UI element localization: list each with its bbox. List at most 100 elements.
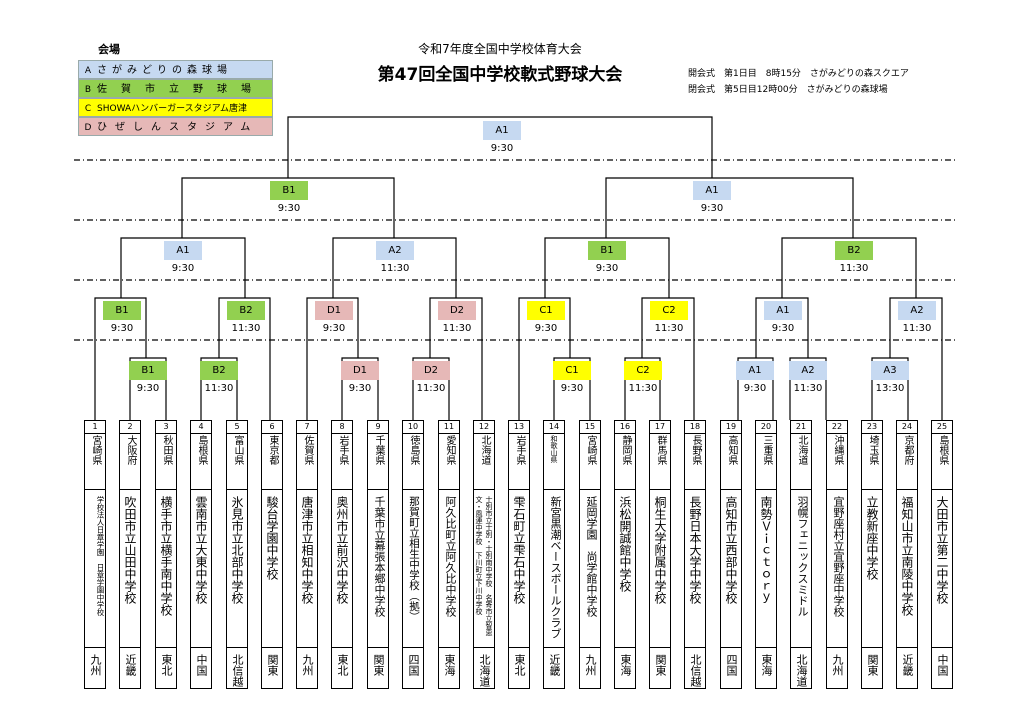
qf4-venue: B2 <box>835 241 873 260</box>
r2-8-venue: A2 <box>898 301 936 320</box>
qf2-venue: A2 <box>376 241 414 260</box>
team-school: 新宮黒潮ベースボールクラブ <box>549 496 562 639</box>
team-region: 近畿 <box>124 654 137 676</box>
team-school: 大田市立第二中学校 <box>935 496 949 604</box>
team-school-cell: 雲南市立大東中学校 <box>191 489 211 650</box>
team-card: 14 和歌山県 新宮黒潮ベースボールクラブ 近畿 <box>543 420 565 689</box>
team-school-cell: 延岡学園 尚学館中学校 <box>580 489 600 650</box>
team-school-cell: 高知市立西部中学校 <box>721 489 741 650</box>
team-prefecture: 和歌山県 <box>550 435 558 463</box>
r1-8-venue: A2 <box>789 361 827 380</box>
r2-7-time: 9:30 <box>771 323 795 334</box>
team-region: 中国 <box>936 654 949 676</box>
team-card: 5 富山県 氷見市立北部中学校 北信越 <box>226 420 248 689</box>
team-region-cell: 九州 <box>580 647 600 688</box>
team-region: 関東 <box>372 654 385 676</box>
team-region: 北信越 <box>231 654 244 687</box>
team-number: 14 <box>544 421 564 434</box>
team-school-cell: 吹田市立山田中学校 <box>120 489 140 650</box>
team-number: 1 <box>85 421 105 434</box>
r2-3-time: 9:30 <box>322 323 346 334</box>
team-number: 11 <box>439 421 459 434</box>
team-region: 東北 <box>160 654 173 676</box>
semi-left-time: 9:30 <box>277 203 301 214</box>
r2-7-venue: A1 <box>764 301 802 320</box>
team-number: 12 <box>474 421 494 434</box>
team-prefecture: 富山県 <box>232 435 243 465</box>
qf1-venue: A1 <box>164 241 202 260</box>
r1-2-time: 11:30 <box>204 383 234 394</box>
closing-detail: 第5日目12時00分 さがみどりの森球場 <box>724 85 888 95</box>
venue-key: C <box>84 104 92 114</box>
final-venue: A1 <box>483 121 521 140</box>
team-school: 立教新座中学校 <box>865 496 879 580</box>
r2-4-time: 11:30 <box>442 323 472 334</box>
team-number: 16 <box>615 421 635 434</box>
team-school-cell: 大田市立第二中学校 <box>932 489 952 650</box>
team-region-cell: 四国 <box>403 647 423 688</box>
team-school-cell: 桐生大学附属中学校 <box>650 489 670 650</box>
team-number: 23 <box>862 421 882 434</box>
team-prefecture: 高知県 <box>726 435 737 465</box>
team-school: 横手市立横手南中学校 <box>159 496 173 616</box>
team-region: 北信越 <box>689 654 702 687</box>
team-card: 1 宮崎県 学校法人日章学園 日章学園中学校 九州 <box>84 420 106 689</box>
opening-ceremony: 開会式 第1日目 8時15分 さがみどりの森スクエア <box>688 66 909 79</box>
team-region: 近畿 <box>901 654 914 676</box>
team-region: 東北 <box>336 654 349 676</box>
team-region: 四国 <box>725 654 738 676</box>
r1-1-venue: B1 <box>129 361 167 380</box>
team-school: 宜野座村立宜野座中学校 <box>832 496 845 617</box>
team-prefecture: 大阪府 <box>125 435 136 465</box>
semi-right-time: 9:30 <box>700 203 724 214</box>
team-school: 雲南市立大東中学校 <box>194 496 208 604</box>
team-prefecture: 千葉県 <box>373 435 384 465</box>
team-school-cell: 立教新座中学校 <box>862 489 882 650</box>
team-region: 九州 <box>301 654 314 676</box>
team-card: 21 北海道 羽幌フェニックスミドル 北海道 <box>790 420 812 689</box>
team-region: 近畿 <box>548 654 561 676</box>
team-card: 7 佐賀県 唐津市立相知中学校 九州 <box>296 420 318 689</box>
team-school: 南勢Ｖｉｃｔｏｒｙ <box>759 496 773 604</box>
team-card: 4 島根県 雲南市立大東中学校 中国 <box>190 420 212 689</box>
team-region-cell: 近畿 <box>544 647 564 688</box>
qf3-venue: B1 <box>588 241 626 260</box>
team-region: 九州 <box>584 654 597 676</box>
team-school: 福知山市立南陵中学校 <box>900 496 914 616</box>
team-region: 四国 <box>407 654 420 676</box>
team-region: 九州 <box>89 654 102 676</box>
team-card: 2 大阪府 吹田市立山田中学校 近畿 <box>119 420 141 689</box>
team-number: 17 <box>650 421 670 434</box>
team-prefecture: 佐賀県 <box>302 435 313 465</box>
team-school-cell: 駿台学園中学校 <box>262 489 282 650</box>
r1-6-venue: C2 <box>624 361 662 380</box>
team-card: 18 長野県 長野日本大学中学校 北信越 <box>684 420 706 689</box>
team-prefecture: 群馬県 <box>655 435 666 465</box>
team-card: 3 秋田県 横手市立横手南中学校 東北 <box>155 420 177 689</box>
team-school-cell: 千葉市立幕張本郷中学校 <box>368 489 388 650</box>
team-card: 24 京都府 福知山市立南陵中学校 近畿 <box>896 420 918 689</box>
r1-3-time: 9:30 <box>348 383 372 394</box>
team-region-cell: 近畿 <box>897 647 917 688</box>
team-region: 東海 <box>619 654 632 676</box>
venue-name: さがみどりの森球場 <box>97 65 232 76</box>
team-card: 17 群馬県 桐生大学附属中学校 関東 <box>649 420 671 689</box>
venue-key: D <box>84 123 92 133</box>
team-region-cell: 九州 <box>85 647 105 688</box>
team-school: 那賀町立相生中学校（拠） <box>408 496 420 622</box>
team-number: 19 <box>721 421 741 434</box>
team-number: 21 <box>791 421 811 434</box>
team-number: 6 <box>262 421 282 434</box>
team-number: 25 <box>932 421 952 434</box>
team-number: 5 <box>227 421 247 434</box>
team-card: 6 東京都 駿台学園中学校 関東 <box>261 420 283 689</box>
team-number: 3 <box>156 421 176 434</box>
team-prefecture: 京都府 <box>902 435 913 465</box>
team-card: 16 静岡県 浜松開誠館中学校 東海 <box>614 420 636 689</box>
r2-5-venue: C1 <box>527 301 565 320</box>
team-region-cell: 関東 <box>650 647 670 688</box>
r1-2-venue: B2 <box>200 361 238 380</box>
